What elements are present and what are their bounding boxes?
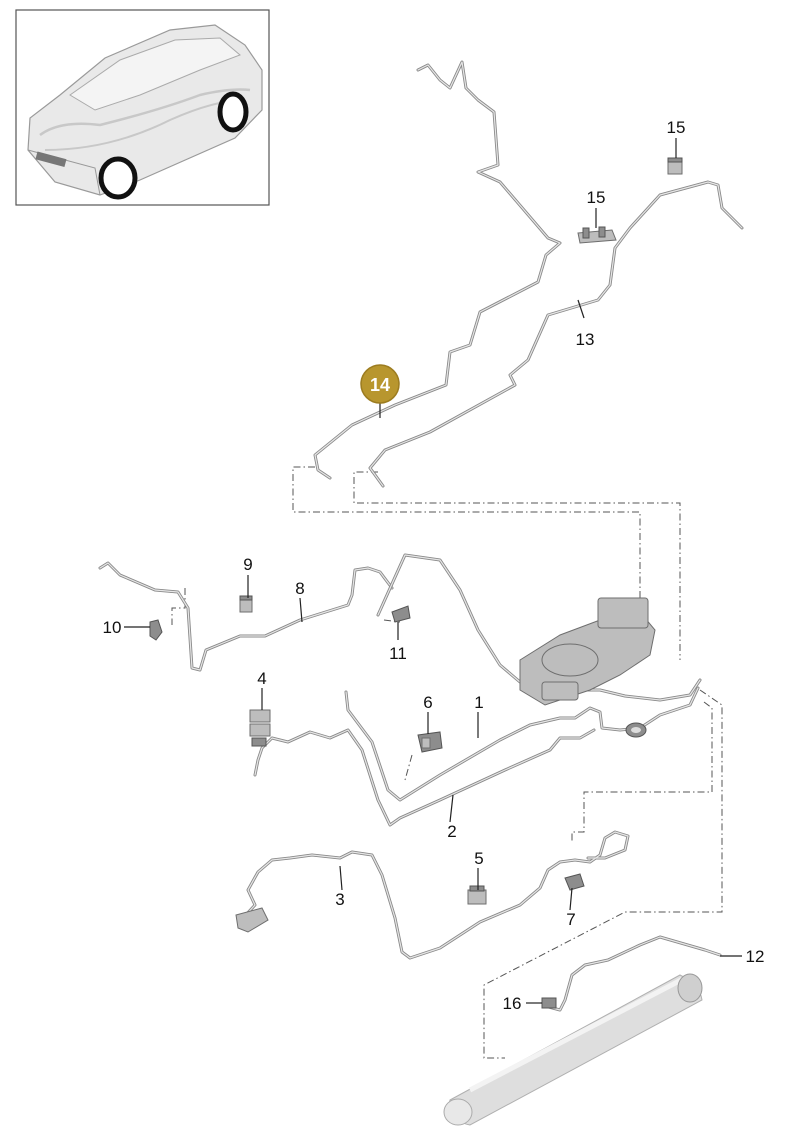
fuel-line-14[interactable] bbox=[313, 60, 562, 480]
callout-14-label: 14 bbox=[370, 375, 390, 395]
fuel-line-8[interactable] bbox=[98, 561, 394, 672]
callout-11[interactable]: 11 bbox=[389, 644, 407, 663]
callouts: 15 15 13 9 8 10 11 4 6 1 2 5 3 7 12 16 bbox=[103, 118, 765, 1013]
clip-15-upper[interactable] bbox=[667, 157, 683, 175]
fuel-tank-cylinder bbox=[443, 973, 703, 1126]
fuel-line-12[interactable] bbox=[543, 935, 722, 1012]
callout-10[interactable]: 10 bbox=[103, 618, 122, 637]
callout-6[interactable]: 6 bbox=[423, 693, 432, 712]
callout-3[interactable]: 3 bbox=[335, 890, 344, 909]
leader-lines bbox=[124, 138, 742, 1004]
callout-4[interactable]: 4 bbox=[257, 669, 266, 688]
callout-9[interactable]: 9 bbox=[243, 555, 252, 574]
fuel-line-2[interactable] bbox=[253, 728, 596, 827]
clip-7[interactable] bbox=[564, 873, 585, 891]
clip-16[interactable] bbox=[541, 997, 557, 1009]
clip-10[interactable] bbox=[149, 619, 163, 641]
connection-lines bbox=[171, 466, 723, 1059]
clip-6[interactable] bbox=[417, 731, 443, 753]
callout-15-upper[interactable]: 15 bbox=[667, 118, 686, 137]
fuel-line-3[interactable] bbox=[235, 830, 630, 960]
callout-16[interactable]: 16 bbox=[503, 994, 522, 1013]
clip-9[interactable] bbox=[239, 595, 253, 613]
highlight-callout-14[interactable]: 14 bbox=[360, 364, 400, 404]
callout-5[interactable]: 5 bbox=[474, 849, 483, 868]
canister-assembly[interactable] bbox=[519, 597, 656, 738]
vehicle-thumbnail[interactable] bbox=[15, 9, 270, 206]
callout-8[interactable]: 8 bbox=[295, 579, 304, 598]
clip-11[interactable] bbox=[391, 605, 411, 623]
callout-7[interactable]: 7 bbox=[566, 910, 575, 929]
clip-4[interactable] bbox=[249, 709, 271, 747]
fuel-line-13[interactable] bbox=[368, 180, 744, 488]
callout-12[interactable]: 12 bbox=[746, 947, 765, 966]
car-illustration bbox=[27, 24, 263, 200]
callout-15-lower[interactable]: 15 bbox=[587, 188, 606, 207]
callout-1[interactable]: 1 bbox=[474, 693, 483, 712]
callout-13[interactable]: 13 bbox=[576, 330, 595, 349]
callout-2[interactable]: 2 bbox=[447, 822, 456, 841]
clip-5[interactable] bbox=[467, 885, 487, 905]
clip-15-lower[interactable] bbox=[577, 226, 617, 244]
